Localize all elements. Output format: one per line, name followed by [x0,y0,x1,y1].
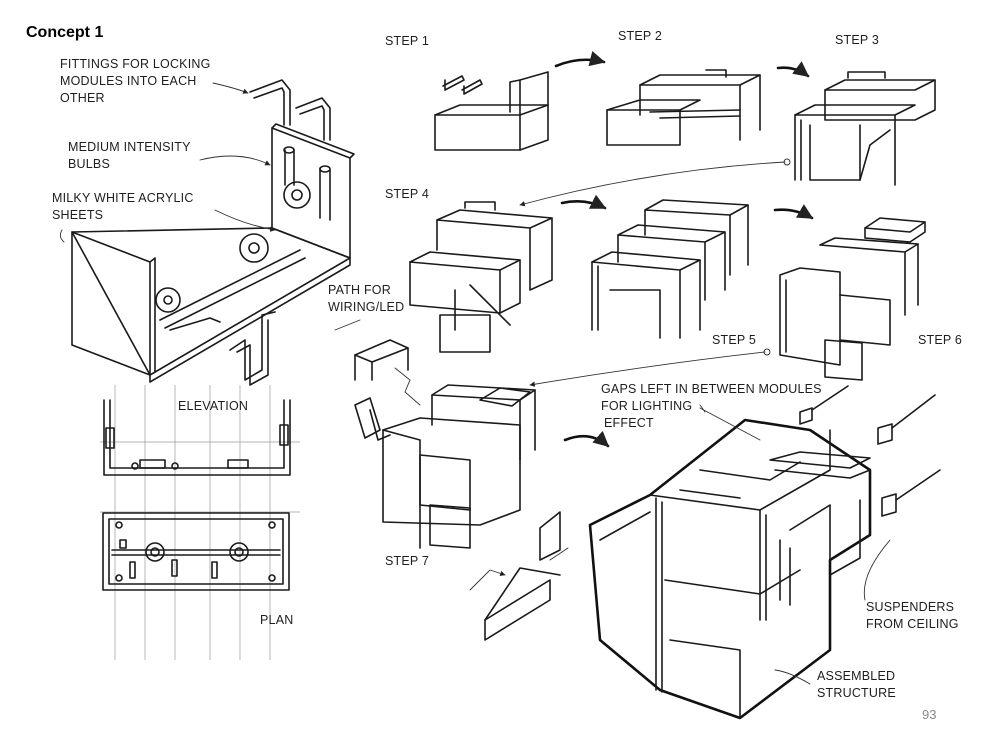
label-step-7: STEP 7 [385,554,430,568]
step5-sketch [591,199,749,339]
label-step-4: STEP 4 [385,187,430,201]
label-line: FOR LIGHTING [601,399,693,413]
label-gaps: GAPS LEFT IN BETWEEN MODULES FOR LIGHTIN… [601,381,822,432]
label-line: GAPS LEFT IN BETWEEN MODULES [601,382,822,396]
label-line: MODULES INTO EACH [60,74,197,88]
page-number: 93 [922,707,937,722]
label-step-2: STEP 2 [618,29,663,43]
label-step-1: STEP 1 [385,34,430,48]
step7-sketch [354,339,569,641]
label-assembled: ASSEMBLED STRUCTURE [817,668,896,702]
step1-sketch [434,71,549,151]
label-line: OTHER [60,91,105,105]
label-path: PATH FOR WIRING/LED [328,282,404,316]
step-arrow [560,194,607,210]
label-suspenders: SUSPENDERS FROM CEILING [866,599,959,633]
module-exploded-view [59,79,355,386]
label-elevation: ELEVATION [178,399,249,413]
elevation-drawing [100,385,300,660]
step4-sketch [409,201,553,353]
label-line: MILKY WHITE ACRYLIC [52,191,194,205]
label-plan: PLAN [260,613,294,627]
assembled-structure-sketch [334,319,941,720]
step-arrow [563,430,610,448]
label-fittings: FITTINGS FOR LOCKING MODULES INTO EACH O… [60,56,211,107]
step-arrow [773,204,814,220]
step-arrow [776,61,810,78]
label-line: BULBS [68,157,110,171]
label-bulbs: MEDIUM INTENSITY BULBS [68,139,191,173]
step3-sketch [794,71,936,186]
step2-sketch [606,69,761,146]
step-arrow [554,51,606,68]
label-step-5: STEP 5 [712,333,757,347]
label-step-3: STEP 3 [835,33,880,47]
page-title: Concept 1 [26,24,104,41]
label-step-6: STEP 6 [918,333,963,347]
label-line: EFFECT [604,416,654,430]
label-line: MEDIUM INTENSITY [68,140,191,154]
label-line: ASSEMBLED [817,669,896,683]
label-line: FITTINGS FOR LOCKING [60,57,211,71]
label-line: FROM CEILING [866,617,959,631]
label-line: WIRING/LED [328,300,405,314]
label-acrylic: MILKY WHITE ACRYLIC SHEETS [52,190,194,224]
label-line: STRUCTURE [817,686,896,700]
plan-drawing [102,512,290,591]
label-line: PATH FOR [328,283,391,297]
label-line: SUSPENDERS [866,600,955,614]
step6-sketch [779,217,926,381]
label-line: SHEETS [52,208,104,222]
